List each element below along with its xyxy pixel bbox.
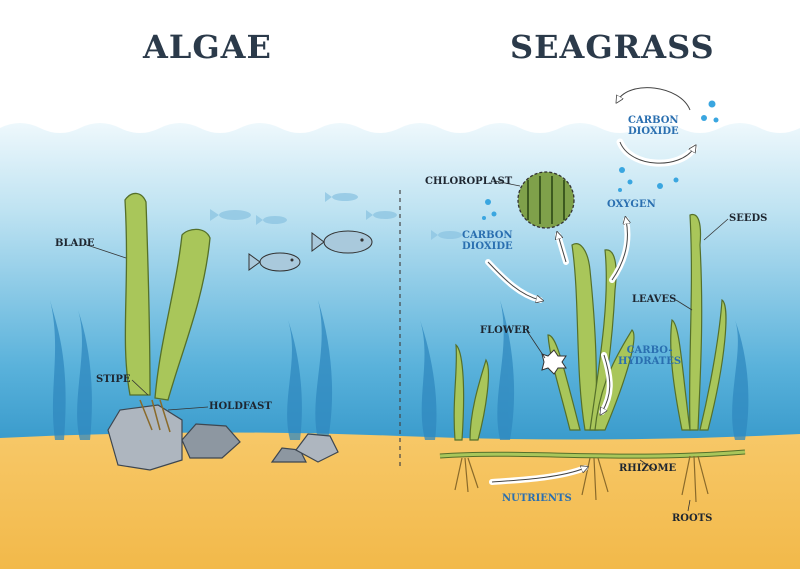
rocks xyxy=(107,404,339,471)
label-carbohydrates: CARBO- HYDRATES xyxy=(618,345,681,367)
fish-large xyxy=(248,230,373,272)
label-blade: BLADE xyxy=(55,238,95,249)
label-seeds: SEEDS xyxy=(729,213,768,224)
label-carbon-dioxide-left-line2: DIOXIDE xyxy=(462,241,513,252)
roots xyxy=(454,455,709,503)
label-stipe: STIPE xyxy=(96,374,131,385)
label-carbohydrates-line2: HYDRATES xyxy=(618,356,682,367)
label-carbon-dioxide-top: CARBON DIOXIDE xyxy=(628,115,679,137)
label-flower: FLOWER xyxy=(480,325,531,336)
leader-lines xyxy=(83,180,729,512)
label-carbon-dioxide-top-line1: CARBON xyxy=(628,115,679,126)
label-roots: ROOTS xyxy=(672,513,713,524)
bubbles xyxy=(482,100,719,220)
chloroplast-illustration xyxy=(517,171,575,229)
label-carbon-dioxide-left: CARBON DIOXIDE xyxy=(462,230,513,252)
label-chloroplast: CHLOROPLAST xyxy=(425,176,513,187)
background-seaweed xyxy=(50,300,749,440)
label-holdfast: HOLDFAST xyxy=(209,401,272,412)
process-arrows xyxy=(485,220,627,485)
label-carbon-dioxide-left-line1: CARBON xyxy=(462,230,513,241)
title-algae: ALGAE xyxy=(143,28,272,66)
label-leaves: LEAVES xyxy=(632,294,677,305)
flower-icon xyxy=(541,349,567,375)
fish-pale-group xyxy=(210,192,462,240)
label-carbohydrates-line1: CARBO- xyxy=(626,345,673,356)
seagrass-plants xyxy=(453,213,727,441)
label-nutrients: NUTRIENTS xyxy=(502,493,572,504)
algae-plant xyxy=(124,192,211,433)
label-oxygen: OXYGEN xyxy=(607,199,656,210)
title-seagrass: SEAGRASS xyxy=(510,28,715,66)
label-carbon-dioxide-top-line2: DIOXIDE xyxy=(628,126,679,137)
label-rhizome: RHIZOME xyxy=(619,463,677,474)
